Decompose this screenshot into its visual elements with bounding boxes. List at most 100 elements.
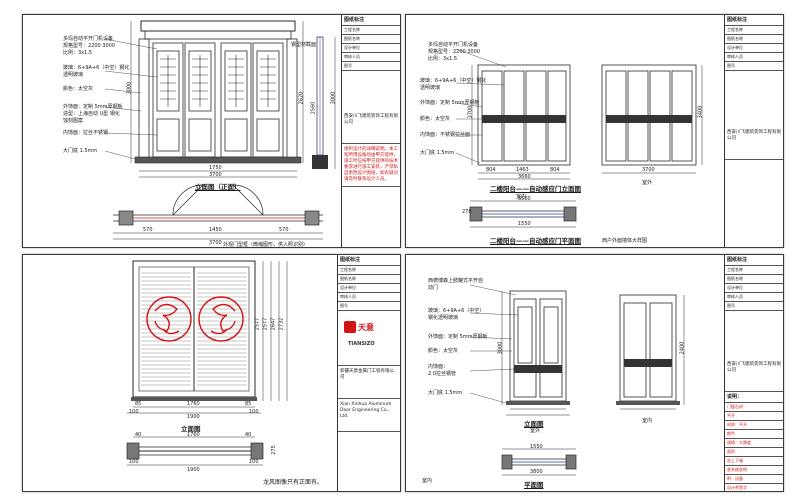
sheet4-label-n2: 动门 <box>428 285 439 291</box>
sheet2-tb-row: 审核人员 <box>725 53 783 62</box>
sheet1-title: 立面图（正面） <box>195 183 241 191</box>
sheet3-tb-logo-area: 天意 TIANSIZO <box>338 311 400 366</box>
sheet2-label-glass2: 透明玻璃 <box>420 85 441 91</box>
sheet4-dim-h1: 3000 <box>497 341 504 355</box>
brand-name-en: TIANSIZO <box>348 341 375 347</box>
sheet2-dim-d3: 804 <box>550 167 560 173</box>
sheet1-label-pillar1: 外饰面：定制 5mm厚钢板 <box>63 104 123 110</box>
sheet3-title: 立面图 <box>181 425 201 433</box>
sheet1-tb-company: 西安川飞建筑装饰工程有限公司 <box>342 111 400 144</box>
sheet3-dim-w2: 1760 <box>187 401 200 407</box>
sheet1-dim-h2: 2620 <box>298 91 305 105</box>
sheet4-tb-company: 西安川飞建筑装饰工程有限公司 <box>725 359 783 392</box>
sheet2-label-frame: 外饰面：定制 5mm厚钢板 <box>420 100 480 106</box>
sheet2-label-n3: 比例：3x1.5 <box>428 56 458 62</box>
sheet1-label-top-note: 多玛自动平开门机设备 <box>63 36 114 42</box>
sheet3-dim-w6: 100 <box>249 409 259 415</box>
sheet3-elevation-drawing <box>126 260 288 466</box>
sheet2-title-plan: 二楼阳台——自动感应门平面图 <box>490 237 581 245</box>
brand-mark-icon <box>344 321 356 333</box>
sheet1-label-floor: 大门底 1.5mm <box>63 148 98 154</box>
sheet3-dim-p1: 40 <box>135 432 142 438</box>
sheet1-label-pillar3: 蚀刻图案 <box>63 118 84 124</box>
sheet2-tb-row: 设计单位 <box>725 44 783 53</box>
sheet4-tb-row: 图纸名称 <box>725 275 783 284</box>
sheet1-label-spec1: 规格型号：2200 3000 <box>63 43 116 49</box>
sheet2-label-inside: 室内 <box>516 194 527 200</box>
drawing-sheet-4[interactable]: 西德博森上肢罐式平开自 动门 玻璃：6+9A+6（中空） 钢化透明玻璃 外饰面：… <box>405 254 784 492</box>
sheet2-dim-h2: 3400 <box>697 105 704 119</box>
sheet2-dim-d5: 3700 <box>642 167 655 173</box>
sheet1-label-spec2: 比例：3x1.5 <box>63 50 93 56</box>
sheet2-label-inner: 内饰面：不锈钢拉丝面 <box>420 132 471 138</box>
sheet1-label-pillar2: 造型：上海自动 U型 钢化 <box>63 111 120 117</box>
sheet4-tb-row: 审核人员 <box>725 293 783 302</box>
sheet4-label-frame: 外饰面：定制 5mm厚钢板 <box>428 334 488 340</box>
sheet2-title-block: 图纸标注 工程名称 图纸名称 设计单位 审核人员 图号 西安川飞建筑装饰工程有限… <box>724 15 783 247</box>
sheet1-title-block: 图纸标注 工程名称 图纸名称 设计单位 审核人员 图号 西安川飞建筑装饰工程有限… <box>341 15 400 247</box>
sheet1-tb-row: 审核人员 <box>342 53 400 62</box>
drawing-sheet-3[interactable]: 2577 2577 2647 2732 85 1760 85 100 1900 … <box>22 254 401 492</box>
sheet1-dim-h4: 3000 <box>330 91 337 105</box>
sheet4-label-inside: 室外 <box>530 428 541 434</box>
sheet4-dim-w1: 1550 <box>530 444 543 450</box>
sheet4-tb-note: 附：设备 <box>725 475 783 484</box>
sheet1-dim-w1: 1750 <box>209 165 222 171</box>
sheet3-dim-p5: 1900 <box>187 467 200 473</box>
sheet2-dim-d4: 3660 <box>518 174 531 180</box>
sheet1-label-glass1: 玻璃：6+9A+6（中空）钢化 <box>63 65 130 71</box>
sheet2-label-color: 颜色：太空灰 <box>420 116 451 122</box>
sheet4-label-floor: 大门底 1.5mm <box>428 390 463 396</box>
sheet1-plan-note: 外观门型框（微缩图形，供入照识别） <box>223 242 309 248</box>
brand-name: 天意 <box>358 322 374 332</box>
sheet1-label-side-note: 钢型材截面 <box>291 42 317 48</box>
sheet3-dim-w1: 85 <box>135 401 142 407</box>
sheet3-dim-p7: 275 <box>270 445 277 455</box>
sheet2-dim-d6: 3660 <box>518 196 531 202</box>
sheet2-tb-company: 西安川飞建筑装饰工程有限公司 <box>725 127 783 160</box>
sheet1-dim-p1: 3700 <box>209 240 222 246</box>
sheet1-tb-notes: 组织设计的详细说明。本工程所用设备均由甲方提供，施工时应按甲方提供的技术要求进行… <box>342 144 400 187</box>
sheet2-elevation-drawing <box>455 48 703 228</box>
sheet3-tb-company-en: Xian Xinhua Aluminum Door Engineering Co… <box>338 399 400 432</box>
sheet3-title-block: 图纸标注 工程名称 图纸名称 设计单位 审核人员 图号 天意 TIANSIZO … <box>337 255 400 491</box>
sheet4-label-glass2: 钢化透明玻璃 <box>428 315 459 321</box>
sheet4-dim-w2: 3800 <box>530 469 543 475</box>
sheet3-dim-p2: 1760 <box>187 432 200 438</box>
sheet4-tb-row: 工程名称 <box>725 266 783 275</box>
brand-logo: 天意 <box>344 321 374 333</box>
sheet3-dim-h4: 2732 <box>278 317 285 331</box>
sheet1-elevation-drawing <box>104 20 336 240</box>
sheet3-dim-h2: 2577 <box>262 317 269 331</box>
sheet3-dim-p3: 40 <box>245 432 252 438</box>
sheet4-title-block: 图纸标注 工程名称 图纸名称 设计单位 审核人员 图号 西安川飞建筑装饰工程有限… <box>724 255 783 491</box>
sheet1-label-color: 颜色：太空灰 <box>63 86 94 92</box>
sheet3-tb-row: 图纸名称 <box>338 275 400 284</box>
sheet1-tb-row: 图纸名称 <box>342 35 400 44</box>
sheet1-dim-p4: 570 <box>279 227 289 233</box>
sheet4-label-inner1: 内饰面： <box>428 364 449 370</box>
sheet2-tb-row: 工程名称 <box>725 26 783 35</box>
sheet2-dim-d7: 1550 <box>518 221 531 227</box>
sheet4-tb-note: 门槛石材： <box>725 403 783 412</box>
sheet3-dim-w4: 100 <box>129 409 139 415</box>
sheet4-tb-note: 平开 <box>725 412 783 421</box>
drawing-sheet-1[interactable]: 多玛自动平开门机设备 规格型号：2200 3000 比例：3x1.5 玻璃：6+… <box>22 14 401 248</box>
sheet2-label-n2: 规格型号：2200 3000 <box>428 49 481 55</box>
sheet1-tb-row: 设计单位 <box>342 44 400 53</box>
sheet4-tb-note: 设计师签字 <box>725 484 783 491</box>
sheet2-label-outside: 室外 <box>642 180 653 186</box>
sheet2-tb-head: 图纸标注 <box>725 15 783 26</box>
sheet3-dim-h1: 2577 <box>254 317 261 331</box>
drawing-sheet-2[interactable]: 多玛自动平开门机设备 规格型号：2200 3000 比例：3x1.5 玻璃：6+… <box>405 14 784 248</box>
sheet4-tb-row: 图号 <box>725 302 783 311</box>
sheet4-tb-note: 颜色 <box>725 430 783 439</box>
sheet4-tb-note: 各系统说明 <box>725 466 783 475</box>
sheet3-dim-w5: 1900 <box>187 414 200 420</box>
sheet1-dim-h3: 2560 <box>310 101 317 115</box>
sheet4-label-outside: 室内 <box>642 418 653 424</box>
sheet1-tb-head: 图纸标注 <box>342 15 400 26</box>
sheet1-tb-row: 工程名称 <box>342 26 400 35</box>
sheet2-label-note-right: 西户外面墙体大样图 <box>602 238 648 244</box>
sheet1-dim-p3: 1450 <box>209 227 222 233</box>
